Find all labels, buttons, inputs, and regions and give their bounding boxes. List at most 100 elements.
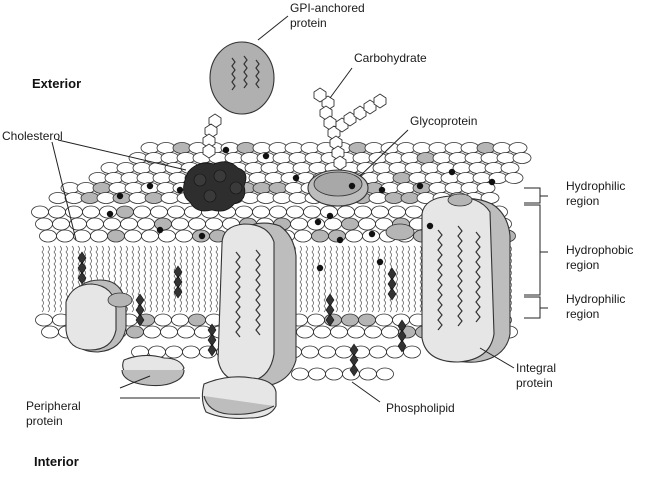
- carbohydrate-label: Carbohydrate: [354, 51, 427, 65]
- phospholipid-head: [480, 152, 500, 164]
- phospholipid-head: [140, 142, 160, 154]
- phospholipid-head: [80, 192, 100, 204]
- cholesterol-molecule: [207, 323, 217, 357]
- phospholipid-head: [120, 217, 138, 231]
- phospholipid-head: [384, 152, 404, 164]
- surface-dot: [156, 226, 164, 234]
- phospholipid-head: [288, 152, 308, 164]
- phospholipid-head: [100, 162, 120, 174]
- lipid-tail: [377, 245, 380, 313]
- phospholipid-head: [164, 162, 184, 174]
- surface-dot: [376, 258, 384, 266]
- phospholipid-head: [369, 345, 387, 359]
- phospholipid-head: [143, 325, 161, 339]
- phospholipid-head: [41, 325, 59, 339]
- phospholipid-head: [31, 205, 49, 219]
- phospholipid-head: [352, 152, 372, 164]
- phospholipid-head: [35, 313, 53, 327]
- phospholipid-head: [120, 172, 140, 184]
- phospholipid-head: [235, 205, 253, 219]
- phospholipid-head: [154, 313, 172, 327]
- phospholipid-head: [476, 142, 496, 154]
- phospholipid-head: [156, 182, 176, 194]
- exterior-label: Exterior: [32, 76, 81, 91]
- gpi-anchored-protein: [202, 41, 275, 159]
- phospholipid-head: [460, 142, 480, 154]
- lipid-tail: [395, 245, 398, 313]
- phospholipid-head: [104, 172, 124, 184]
- cholesterol-molecule: [77, 251, 87, 285]
- phospholipid-head: [388, 205, 406, 219]
- phospholipid-head: [188, 313, 206, 327]
- lipid-tail: [155, 245, 158, 313]
- phospholipid-head: [133, 205, 151, 219]
- cholesterol-molecule: [387, 267, 397, 301]
- peripheral-protein-label-line2: protein: [26, 414, 63, 428]
- lipid-tail: [191, 245, 194, 313]
- phospholipid-head: [52, 217, 70, 231]
- hydrophilic-bottom-label-line1: Hydrophilic: [566, 292, 625, 306]
- phospholipid-head: [288, 192, 308, 204]
- membrane-protein-left: [65, 279, 127, 353]
- phospholipid-head: [176, 152, 196, 164]
- phospholipid-head: [165, 345, 183, 359]
- phospholipid-head: [444, 142, 464, 154]
- surface-dot: [488, 178, 496, 186]
- lipid-tail: [359, 245, 362, 313]
- phospholipid-head: [144, 192, 164, 204]
- phospholipid-head: [303, 205, 321, 219]
- phospholipid-head: [56, 229, 74, 243]
- phospholipid-head: [400, 152, 420, 164]
- phospholipid-head: [244, 162, 264, 174]
- phospholipid-head: [35, 217, 53, 231]
- phospholipid-head: [313, 325, 331, 339]
- phospholipid-head: [86, 217, 104, 231]
- phospholipid-head: [359, 367, 377, 381]
- carbohydrate-chain: [313, 87, 387, 171]
- phospholipid-head: [154, 217, 172, 231]
- phospholipid-head: [291, 367, 309, 381]
- phospholipid-head: [137, 217, 155, 231]
- phospholipid-head: [396, 182, 416, 194]
- lipid-tail: [47, 245, 50, 313]
- phospholipid-head: [347, 325, 365, 339]
- lipid-tail: [143, 245, 146, 313]
- lipid-tail: [353, 245, 356, 313]
- lipid-tail: [383, 245, 386, 313]
- hydrophobic-label-line2: region: [566, 258, 599, 272]
- surface-dot: [368, 230, 376, 238]
- lipid-tail: [59, 245, 62, 313]
- phospholipid-head: [484, 162, 504, 174]
- cholesterol-molecule: [325, 293, 335, 327]
- phospholipid-head: [48, 205, 66, 219]
- surface-dot: [448, 168, 456, 176]
- phospholipid-head: [512, 152, 532, 164]
- phospholipid-head: [160, 152, 180, 164]
- leader-lines: [51, 15, 548, 403]
- lipid-tail: [347, 245, 350, 313]
- gpi-label-line2: protein: [290, 16, 327, 30]
- phospholipid-head: [403, 345, 421, 359]
- lipid-tail: [173, 245, 176, 313]
- phospholipid-head: [82, 205, 100, 219]
- interior-label: Interior: [34, 454, 79, 469]
- phospholipid-head: [272, 152, 292, 164]
- phospholipid-head: [290, 217, 308, 231]
- lipid-tail: [209, 245, 212, 313]
- phospholipid-head: [116, 205, 134, 219]
- phospholipid-head: [152, 172, 172, 184]
- phospholipid-head: [348, 142, 368, 154]
- phospholipid-head: [73, 229, 91, 243]
- phospholipid-head: [188, 217, 206, 231]
- phospholipid-head: [381, 325, 399, 339]
- phospholipid-head: [96, 192, 116, 204]
- lipid-tail: [365, 245, 368, 313]
- surface-dot: [378, 186, 386, 194]
- phospholipid-head: [375, 313, 393, 327]
- surface-dot: [416, 182, 424, 190]
- phospholipid-head: [276, 162, 296, 174]
- phospholipid-head: [354, 205, 372, 219]
- lipid-tail: [311, 245, 314, 313]
- surface-dot: [106, 210, 114, 218]
